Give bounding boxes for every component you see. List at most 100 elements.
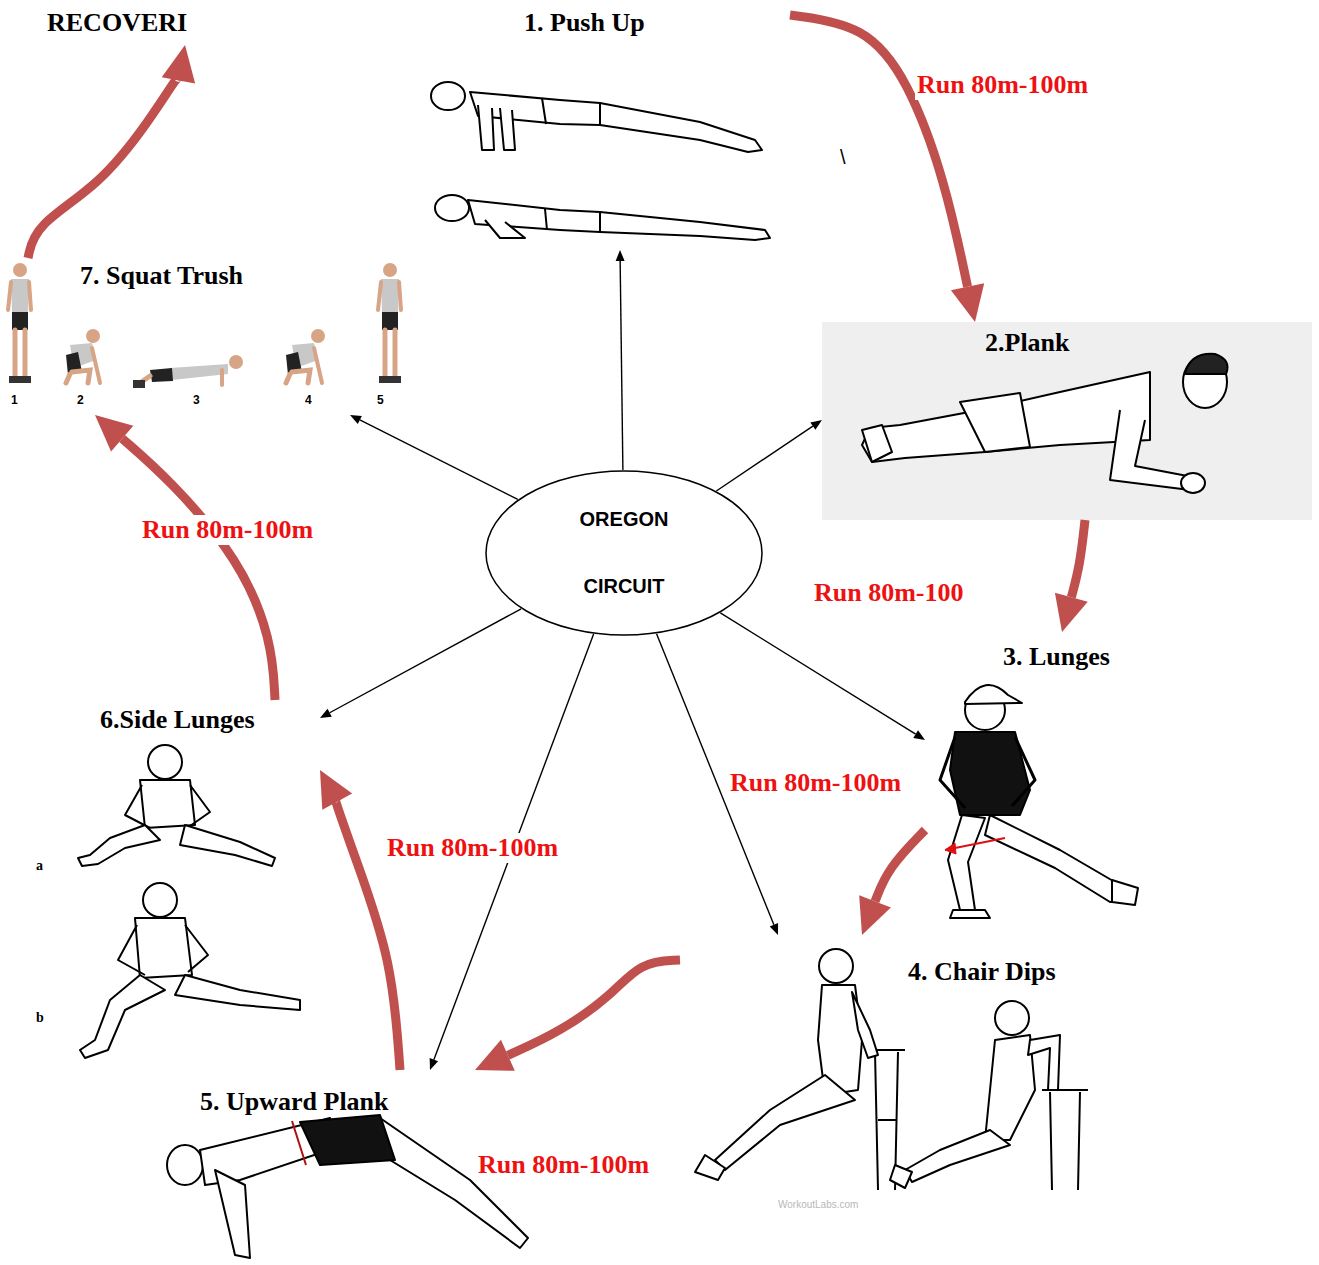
run-arrow-line xyxy=(1071,520,1085,597)
squat-thrust-figure xyxy=(13,263,27,277)
lunges-figure xyxy=(940,685,1138,918)
figure-letter: a xyxy=(36,858,43,874)
run-arrow xyxy=(790,15,984,322)
ellipse-outline xyxy=(485,470,763,636)
station-arrow-line xyxy=(716,426,813,491)
squat-thrust-figure xyxy=(170,364,228,380)
squat-thrust-figure xyxy=(66,370,90,383)
lunges-figure xyxy=(945,843,956,854)
plank-figure xyxy=(822,322,1312,520)
run-arrow xyxy=(320,770,400,1070)
plank-figure xyxy=(1185,354,1228,374)
side-lunges-figure xyxy=(190,785,210,826)
arrow-head xyxy=(95,415,133,451)
figure-letter: b xyxy=(36,1010,44,1026)
step-number: 3 xyxy=(193,394,200,408)
squat-thrust-figure xyxy=(229,355,243,369)
stray-mark: \ xyxy=(840,146,846,169)
plank-figure xyxy=(960,393,1030,452)
squat-thrust-figure xyxy=(220,370,224,385)
step-number: 2 xyxy=(77,394,84,408)
station-title: 5. Upward Plank xyxy=(200,1087,389,1117)
chair-dips-figure xyxy=(1042,1090,1088,1190)
arrow-head xyxy=(616,250,625,261)
push-up-figure xyxy=(435,195,469,221)
step-number: 1 xyxy=(11,394,18,408)
station-arrow xyxy=(716,420,822,491)
push-up-figure xyxy=(500,108,515,150)
squat-thrust-figure xyxy=(286,370,310,383)
run-arrow-line xyxy=(875,830,925,901)
run-distance: Run 80m-100 xyxy=(812,578,966,608)
lunges-figure xyxy=(940,737,965,808)
squat-thrust-figure xyxy=(8,282,31,310)
plank-figure xyxy=(862,372,1150,462)
arrow-head xyxy=(320,709,332,718)
squat-thrust-figure xyxy=(385,330,395,376)
squat-thrust-figure xyxy=(86,329,100,343)
push-up-figure xyxy=(470,92,762,152)
station-box: 6.Side Lunges xyxy=(25,700,320,1065)
watermark: WorkoutLabs.com xyxy=(778,1199,858,1211)
circuit-title: OREGON CIRCUIT xyxy=(564,486,684,620)
squat-thrust-figure xyxy=(133,380,145,388)
station-title: 1. Push Up xyxy=(524,8,645,38)
upward-plank-figure xyxy=(167,1145,203,1185)
plank-figure xyxy=(862,425,892,462)
push-up-figure xyxy=(485,220,525,238)
lunges-figure xyxy=(985,815,1125,902)
station-arrow xyxy=(720,613,925,740)
lunges-figure xyxy=(950,910,990,918)
squat-thrust-figure xyxy=(92,348,100,383)
recovery-box: RECOVERI xyxy=(40,5,225,45)
station-title: RECOVERI xyxy=(47,8,187,38)
chair-dips-figure xyxy=(995,1001,1029,1035)
station-title: 2.Plank xyxy=(985,328,1070,358)
chair-dips-figure xyxy=(695,1155,725,1180)
arrow-head xyxy=(475,1040,515,1071)
squat-thrust-figure xyxy=(382,312,398,330)
run-arrow-line xyxy=(28,77,179,258)
arrow-head xyxy=(859,895,891,935)
chair-dips-figure xyxy=(905,1130,1010,1182)
arrow-head xyxy=(320,770,352,810)
chair-dips-figure xyxy=(985,1035,1035,1140)
arrow-head xyxy=(770,923,778,935)
arrow-head xyxy=(913,730,925,740)
lunges-figure xyxy=(1012,737,1035,806)
squat-thrust-figure xyxy=(311,329,325,343)
plank-figure xyxy=(822,322,1312,520)
ellipse-outline xyxy=(486,471,762,635)
lunges-figure xyxy=(965,685,1022,704)
squat-thrust-figure xyxy=(378,282,401,310)
squat-thrust-figure xyxy=(314,348,322,383)
station-arrow xyxy=(616,250,625,470)
push-up-figure xyxy=(542,98,600,126)
run-distance: Run 80m-100m xyxy=(915,70,1090,100)
chair-dips-figure xyxy=(1028,1035,1060,1090)
squat-thrust-figure xyxy=(379,376,401,383)
station-title: 7. Squat Trush xyxy=(80,261,243,291)
squat-thrust-figure xyxy=(383,263,397,277)
squat-thrust-figure xyxy=(150,368,173,382)
upward-plank-figure xyxy=(292,1121,306,1165)
side-lunges-figure xyxy=(185,925,208,972)
lunges-figure xyxy=(948,815,985,910)
run-distance: Run 80m-100m xyxy=(728,768,903,798)
chair-dips-figure xyxy=(890,1165,912,1188)
station-box: 4. Chair Dips xyxy=(680,935,1115,1195)
station-box: 1. Push Up xyxy=(415,5,790,250)
run-distance: Run 80m-100m xyxy=(385,833,560,863)
side-lunges-figure xyxy=(180,825,275,866)
upward-plank-figure xyxy=(300,1115,395,1165)
chair-dips-figure xyxy=(715,1075,855,1170)
lunges-figure xyxy=(1112,880,1138,905)
station-arrow-line xyxy=(720,613,915,734)
run-arrow-line xyxy=(122,439,275,700)
chair-dips-figure xyxy=(819,949,853,983)
side-lunges-figure xyxy=(78,745,300,1058)
station-title: 6.Side Lunges xyxy=(100,705,255,735)
arrow-head xyxy=(350,415,362,424)
squat-thrust-figure xyxy=(381,279,399,312)
